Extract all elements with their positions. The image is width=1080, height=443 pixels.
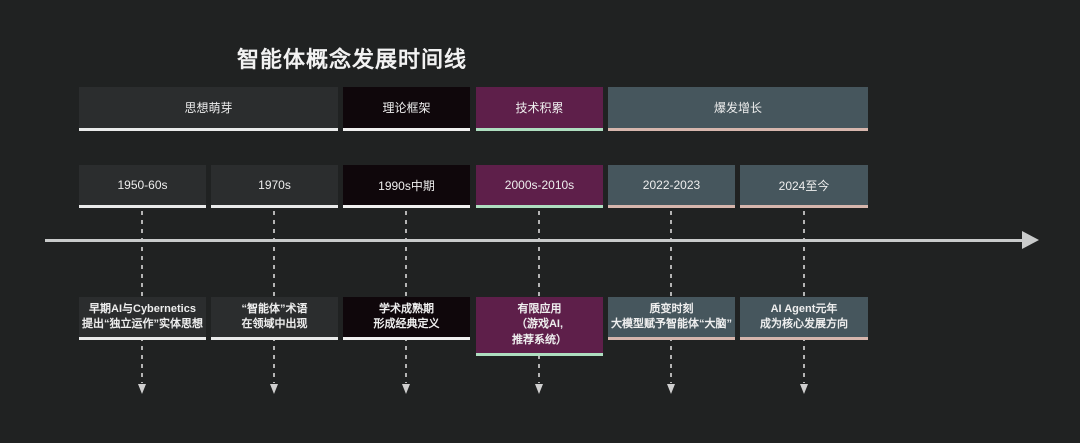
phase-box-theory: 理论框架 xyxy=(343,87,470,131)
down-arrow-icon-1 xyxy=(138,384,146,394)
event-box-llm-brain: 质变时刻 大模型赋予智能体“大脑” xyxy=(608,297,735,340)
phase-box-explosion: 爆发增长 xyxy=(608,87,868,131)
event-box-limited-apps: 有限应用 （游戏AI, 推荐系统） xyxy=(476,297,603,356)
event-box-academic: 学术成熟期 形成经典定义 xyxy=(343,297,470,340)
period-box-2000s-2010s: 2000s-2010s xyxy=(476,165,603,208)
event-box-agent-term: “智能体”术语 在领域中出现 xyxy=(211,297,338,340)
phase-box-ideation: 思想萌芽 xyxy=(79,87,338,131)
period-box-1970s: 1970s xyxy=(211,165,338,208)
event-box-ai-agent-year: AI Agent元年 成为核心发展方向 xyxy=(740,297,868,340)
down-arrow-icon-5 xyxy=(667,384,675,394)
down-arrow-icon-3 xyxy=(402,384,410,394)
timeline-axis-arrowhead-icon xyxy=(1022,231,1039,249)
period-box-1990s: 1990s中期 xyxy=(343,165,470,208)
down-arrow-icon-6 xyxy=(800,384,808,394)
down-arrow-icon-4 xyxy=(535,384,543,394)
period-box-2022-2023: 2022-2023 xyxy=(608,165,735,208)
timeline-axis-line xyxy=(45,239,1023,242)
down-arrow-icon-2 xyxy=(270,384,278,394)
page-title: 智能体概念发展时间线 xyxy=(237,47,468,72)
period-box-2024-now: 2024至今 xyxy=(740,165,868,208)
event-box-early-ai: 早期AI与Cybernetics 提出“独立运作”实体思想 xyxy=(79,297,206,340)
period-box-1950-60s: 1950-60s xyxy=(79,165,206,208)
phase-box-technology: 技术积累 xyxy=(476,87,603,131)
